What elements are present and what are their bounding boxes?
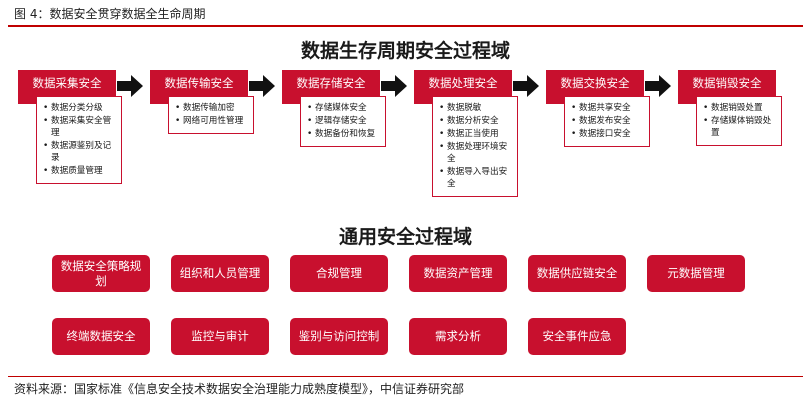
stage-item: 数据销毁处置 bbox=[703, 102, 777, 114]
stage-item: 数据备份和恢复 bbox=[307, 128, 381, 140]
stage-item: 数据脱敏 bbox=[439, 102, 513, 114]
stage-transmission: 数据传输安全 数据传输加密 网络可用性管理 bbox=[150, 70, 254, 180]
stage-collection: 数据采集安全 数据分类分级 数据采集安全管理 数据源鉴别及记录 数据质量管理 bbox=[18, 70, 122, 184]
stage-item: 数据处理环境安全 bbox=[439, 141, 513, 165]
stage-detail-box: 数据共享安全 数据发布安全 数据接口安全 bbox=[564, 96, 650, 147]
right-arrow-icon bbox=[249, 75, 275, 97]
stage-item: 数据采集安全管理 bbox=[43, 115, 117, 139]
stage-item: 数据导入导出安全 bbox=[439, 166, 513, 190]
stage-detail-box: 数据脱敏 数据分析安全 数据正当使用 数据处理环境安全 数据导入导出安全 bbox=[432, 96, 518, 197]
stage-detail-box: 数据销毁处置 存储媒体销毁处置 bbox=[696, 96, 782, 146]
stage-detail-box: 数据传输加密 网络可用性管理 bbox=[168, 96, 254, 134]
domain-box: 数据资产管理 bbox=[409, 255, 507, 292]
domain-box: 监控与审计 bbox=[171, 318, 269, 355]
stage-detail-box: 数据分类分级 数据采集安全管理 数据源鉴别及记录 数据质量管理 bbox=[36, 96, 122, 184]
stage-item: 数据分类分级 bbox=[43, 102, 117, 114]
domain-box: 终端数据安全 bbox=[52, 318, 150, 355]
right-arrow-icon bbox=[117, 75, 143, 97]
lifecycle-title: 数据生存周期安全过程域 bbox=[300, 40, 510, 62]
stage-item: 数据源鉴别及记录 bbox=[43, 140, 117, 164]
stage-item: 存储媒体安全 bbox=[307, 102, 381, 114]
bottom-divider bbox=[8, 376, 803, 377]
domain-box: 合规管理 bbox=[290, 255, 388, 292]
right-arrow-icon bbox=[645, 75, 671, 97]
domain-box: 元数据管理 bbox=[647, 255, 745, 292]
domain-box: 组织和人员管理 bbox=[171, 255, 269, 292]
domain-box: 数据供应链安全 bbox=[528, 255, 626, 292]
stage-item: 数据传输加密 bbox=[175, 102, 249, 114]
stage-destruction: 数据销毁安全 数据销毁处置 存储媒体销毁处置 bbox=[678, 70, 782, 180]
domain-box: 安全事件应急 bbox=[528, 318, 626, 355]
stage-item: 数据接口安全 bbox=[571, 128, 645, 140]
domain-box: 数据安全策略规划 bbox=[52, 255, 150, 292]
stage-item: 存储媒体销毁处置 bbox=[703, 115, 777, 139]
stage-item: 数据分析安全 bbox=[439, 115, 513, 127]
stage-exchange: 数据交换安全 数据共享安全 数据发布安全 数据接口安全 bbox=[546, 70, 650, 180]
stage-processing: 数据处理安全 数据脱敏 数据分析安全 数据正当使用 数据处理环境安全 数据导入导… bbox=[414, 70, 518, 197]
stage-item: 数据质量管理 bbox=[43, 165, 117, 177]
source-note: 资料来源：国家标准《信息安全技术数据安全治理能力成熟度模型》，中信证券研究部 bbox=[14, 382, 465, 396]
stage-item: 逻辑存储安全 bbox=[307, 115, 381, 127]
figure-caption: 图 4：数据安全贯穿数据全生命周期 bbox=[14, 7, 206, 21]
stage-storage: 数据存储安全 存储媒体安全 逻辑存储安全 数据备份和恢复 bbox=[282, 70, 386, 180]
domain-box: 鉴别与访问控制 bbox=[290, 318, 388, 355]
right-arrow-icon bbox=[381, 75, 407, 97]
stage-detail-box: 存储媒体安全 逻辑存储安全 数据备份和恢复 bbox=[300, 96, 386, 147]
general-title: 通用安全过程域 bbox=[338, 226, 472, 248]
stage-item: 网络可用性管理 bbox=[175, 115, 249, 127]
domain-box: 需求分析 bbox=[409, 318, 507, 355]
stage-item: 数据发布安全 bbox=[571, 115, 645, 127]
stage-item: 数据正当使用 bbox=[439, 128, 513, 140]
right-arrow-icon bbox=[513, 75, 539, 97]
stage-item: 数据共享安全 bbox=[571, 102, 645, 114]
top-divider bbox=[8, 25, 803, 27]
